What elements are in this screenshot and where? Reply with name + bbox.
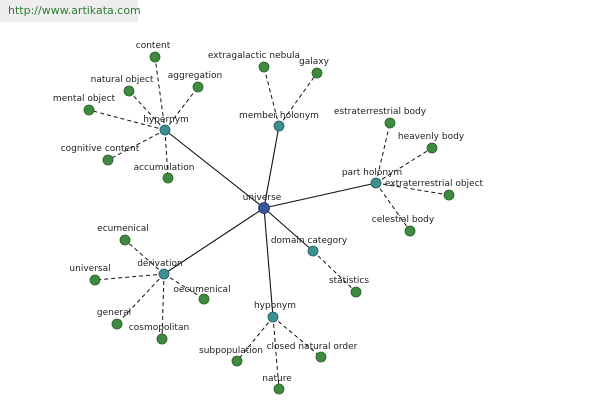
edges-layer [88,56,450,390]
node-oecumenical[interactable] [198,293,210,305]
node-cognitive-content[interactable] [102,154,114,166]
edge-root-part-holonym [263,182,377,209]
label-root-universe[interactable]: universe [243,193,282,203]
node-relation-domain-category[interactable] [307,245,319,257]
label-extragalactic-nebula[interactable]: extragalactic nebula [208,51,300,61]
edge-hyponym-subpopulation [236,316,274,362]
edge-root-member-holonym [263,125,280,209]
node-closed-natural-order[interactable] [315,351,327,363]
node-celestial-body[interactable] [404,225,416,237]
label-content[interactable]: content [136,41,171,51]
label-relation-hyponym[interactable]: hyponym [254,301,296,311]
label-cosmopolitan[interactable]: cosmopolitan [129,323,189,333]
node-ecumenical[interactable] [119,234,131,246]
label-relation-part-holonym[interactable]: part holonym [342,168,402,178]
node-aggregation[interactable] [192,81,204,93]
label-nature[interactable]: nature [262,374,292,384]
labels-layer: content natural object aggregation mental o… [53,41,484,384]
edge-hypernym-accumulation [164,129,169,179]
url-banner[interactable]: http://www.artikata.com [0,0,141,22]
edge-hyponym-closed-natural-order [272,316,322,358]
edge-hypernym-natural-object [128,90,166,131]
label-relation-derivation[interactable]: derivation [137,259,183,269]
node-natural-object[interactable] [123,85,135,97]
label-heavenly-body[interactable]: heavenly body [398,132,465,142]
edge-part-holonym-celestial-body [375,182,411,232]
label-extraterrestrial-object[interactable]: extraterrestrial object [385,179,484,189]
label-cognitive-content[interactable]: cognitive content [61,144,140,154]
node-general[interactable] [111,318,123,330]
edge-hypernym-content [154,56,166,131]
edge-part-holonym-extraterrestrial-object [375,182,450,196]
label-relation-hypernym[interactable]: hypernym [143,115,189,125]
edge-root-hyponym [263,207,274,318]
node-universal[interactable] [89,274,101,286]
edge-member-holonym-galaxy [278,72,318,127]
label-relation-domain-category[interactable]: domain category [271,236,348,246]
label-oecumenical[interactable]: oecumenical [173,285,230,295]
node-root-universe[interactable] [258,202,270,214]
node-estraterrestrial-body[interactable] [384,117,396,129]
label-relation-member-holonym[interactable]: member holonym [239,111,319,121]
node-heavenly-body[interactable] [426,142,438,154]
node-subpopulation[interactable] [231,355,243,367]
label-statistics[interactable]: statistics [329,276,369,286]
edge-derivation-oecumenical [163,273,205,300]
label-galaxy[interactable]: galaxy [299,57,330,67]
nodes-layer [83,51,455,395]
edge-derivation-ecumenical [124,239,165,275]
label-general[interactable]: general [97,308,131,318]
edge-hypernym-aggregation [164,86,199,131]
label-closed-natural-order[interactable]: closed natural order [267,342,358,352]
edge-root-domain-category [263,207,314,252]
node-relation-derivation[interactable] [158,268,170,280]
node-relation-part-holonym[interactable] [370,177,382,189]
label-aggregation[interactable]: aggregation [168,71,222,81]
node-content[interactable] [149,51,161,63]
edge-root-derivation [163,207,265,275]
edge-part-holonym-estraterrestrial-body [375,122,391,184]
label-ecumenical[interactable]: ecumenical [97,224,149,234]
node-relation-hyponym[interactable] [267,311,279,323]
node-nature[interactable] [273,383,285,395]
node-accumulation[interactable] [162,172,174,184]
node-cosmopolitan[interactable] [156,333,168,345]
label-universal[interactable]: universal [69,264,110,274]
node-statistics[interactable] [350,286,362,298]
node-relation-member-holonym[interactable] [273,120,285,132]
edge-hypernym-cognitive-content [107,129,166,161]
node-relation-hypernym[interactable] [159,124,171,136]
node-extragalactic-nebula[interactable] [258,61,270,73]
node-galaxy[interactable] [311,67,323,79]
edge-root-hypernym [164,129,265,209]
label-subpopulation[interactable]: subpopulation [199,346,263,356]
edge-hyponym-nature [272,316,280,390]
label-natural-object[interactable]: natural object [91,75,154,85]
edge-derivation-universal [94,273,165,281]
edge-hypernym-mental-object [88,109,166,131]
label-celestial-body[interactable]: celestial body [372,215,435,225]
label-mental-object[interactable]: mental object [53,94,116,104]
node-mental-object[interactable] [83,104,95,116]
node-extraterrestrial-object[interactable] [443,189,455,201]
edge-domain-category-statistics [312,250,357,293]
label-estraterrestrial-body[interactable]: estraterrestrial body [334,107,427,117]
edge-derivation-cosmopolitan [161,273,165,340]
label-accumulation[interactable]: accumulation [134,163,195,173]
edge-derivation-general [116,273,165,325]
edge-member-holonym-extragalactic-nebula [263,66,280,127]
